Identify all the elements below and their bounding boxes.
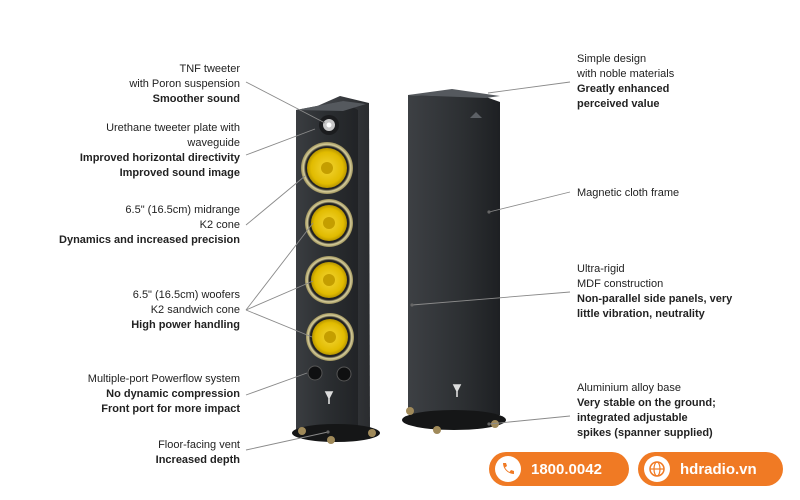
- callout-text: 6.5" (16.5cm) woofers: [132, 289, 240, 301]
- leader-line-vent: [245, 431, 329, 451]
- callout-text: Simple design: [577, 53, 647, 65]
- callout-mdf: Ultra-rigid MDF construction Non-paralle…: [577, 262, 732, 322]
- tweeter-dome: [326, 122, 332, 128]
- callout-text: Multiple-port Powerflow system: [87, 373, 240, 385]
- callout-text: MDF construction: [577, 278, 664, 290]
- leader-line-mdf: [411, 291, 571, 306]
- callout-highlight: Improved sound image: [119, 167, 240, 179]
- brand-logo-icon: [470, 112, 482, 118]
- leader-line-design: [487, 81, 571, 94]
- callout-highlight: perceived value: [577, 98, 660, 110]
- callout-text: Magnetic cloth frame: [577, 187, 680, 199]
- leader-line-cloth: [488, 191, 571, 213]
- front-speaker-base: [292, 424, 380, 442]
- callout-midrange: 6.5" (16.5cm) midrange K2 cone Dynamics …: [59, 203, 240, 248]
- rear-speaker: [402, 89, 506, 434]
- callout-highlight: Front port for more impact: [101, 403, 240, 415]
- callout-text: Ultra-rigid: [577, 263, 625, 275]
- callout-highlight: Greatly enhanced: [577, 83, 670, 95]
- callout-cloth-frame: Magnetic cloth frame: [577, 186, 679, 201]
- port-icon: [336, 366, 352, 382]
- callout-powerflow: Multiple-port Powerflow system No dynami…: [88, 372, 240, 417]
- front-speaker: [292, 96, 380, 444]
- callout-base: Aluminium alloy base Very stable on the …: [577, 381, 716, 441]
- leader-line-tweeter: [245, 81, 326, 124]
- brand-logo-icon: [324, 391, 334, 404]
- callout-text: Floor-facing vent: [158, 439, 240, 451]
- spike-icon: [368, 429, 376, 437]
- phone-icon: [495, 456, 521, 482]
- spike-icon: [491, 420, 499, 428]
- callout-highlight: Non-parallel side panels, very: [577, 293, 733, 305]
- callout-text: 6.5" (16.5cm) midrange: [125, 204, 240, 216]
- callout-text: waveguide: [187, 137, 240, 149]
- callout-highlight: Smoother sound: [152, 93, 240, 105]
- callout-highlight: integrated adjustable: [577, 412, 688, 424]
- midrange-driver: [301, 142, 353, 194]
- phone-number: 1800.0042: [531, 460, 602, 478]
- leader-line-midrange: [245, 175, 306, 226]
- rear-speaker-body: [408, 95, 500, 420]
- callout-highlight: High power handling: [131, 319, 240, 331]
- callout-design: Simple design with noble materials Great…: [577, 52, 674, 112]
- rear-speaker-top: [408, 89, 500, 98]
- front-speaker-top: [296, 101, 366, 111]
- leader-line-port: [245, 372, 308, 396]
- brand-logo-icon: [452, 384, 462, 397]
- website-url: hdradio.vn: [680, 460, 757, 478]
- leader-line-woofer-1: [245, 222, 314, 311]
- callout-woofers: 6.5" (16.5cm) woofers K2 sandwich cone H…: [131, 288, 240, 333]
- woofer-driver-1: [305, 199, 353, 247]
- callout-text: K2 sandwich cone: [150, 304, 240, 316]
- callout-highlight: Dynamics and increased precision: [59, 234, 240, 246]
- rear-speaker-base: [402, 410, 506, 430]
- callout-highlight: little vibration, neutrality: [577, 308, 705, 320]
- spike-icon: [406, 407, 414, 415]
- callout-highlight: Very stable on the ground;: [577, 397, 716, 409]
- leader-dots: [326, 210, 491, 434]
- callout-tweeter: TNF tweeter with Poron suspension Smooth…: [129, 62, 240, 107]
- callout-highlight: spikes (spanner supplied): [577, 427, 713, 439]
- callout-text: with noble materials: [577, 68, 675, 80]
- callout-highlight: Improved horizontal directivity: [79, 152, 240, 164]
- leader-lines: [245, 81, 571, 451]
- callout-text: TNF tweeter: [179, 63, 240, 75]
- spike-icon: [298, 427, 306, 435]
- phone-button[interactable]: 1800.0042: [489, 452, 629, 486]
- leader-line-woofer-3: [245, 309, 313, 338]
- callout-highlight: No dynamic compression: [106, 388, 240, 400]
- spike-icon: [433, 426, 441, 434]
- callout-text: Urethane tweeter plate with: [106, 122, 240, 134]
- globe-icon: [644, 456, 670, 482]
- spike-icon: [327, 436, 335, 444]
- callout-floor-vent: Floor-facing vent Increased depth: [156, 438, 240, 468]
- website-link[interactable]: hdradio.vn: [638, 452, 783, 486]
- callout-tweeter-plate: Urethane tweeter plate with waveguide Im…: [80, 121, 240, 181]
- woofer-driver-3: [306, 313, 354, 361]
- leader-line-plate: [245, 128, 316, 156]
- callout-text: Aluminium alloy base: [577, 382, 681, 394]
- callout-text: with Poron suspension: [129, 78, 240, 90]
- port-icon: [307, 365, 323, 381]
- callout-text: K2 cone: [199, 219, 240, 231]
- leader-line-base: [488, 415, 571, 425]
- woofer-driver-2: [305, 256, 353, 304]
- callout-highlight: Increased depth: [155, 454, 240, 466]
- leader-line-woofer-2: [245, 280, 314, 311]
